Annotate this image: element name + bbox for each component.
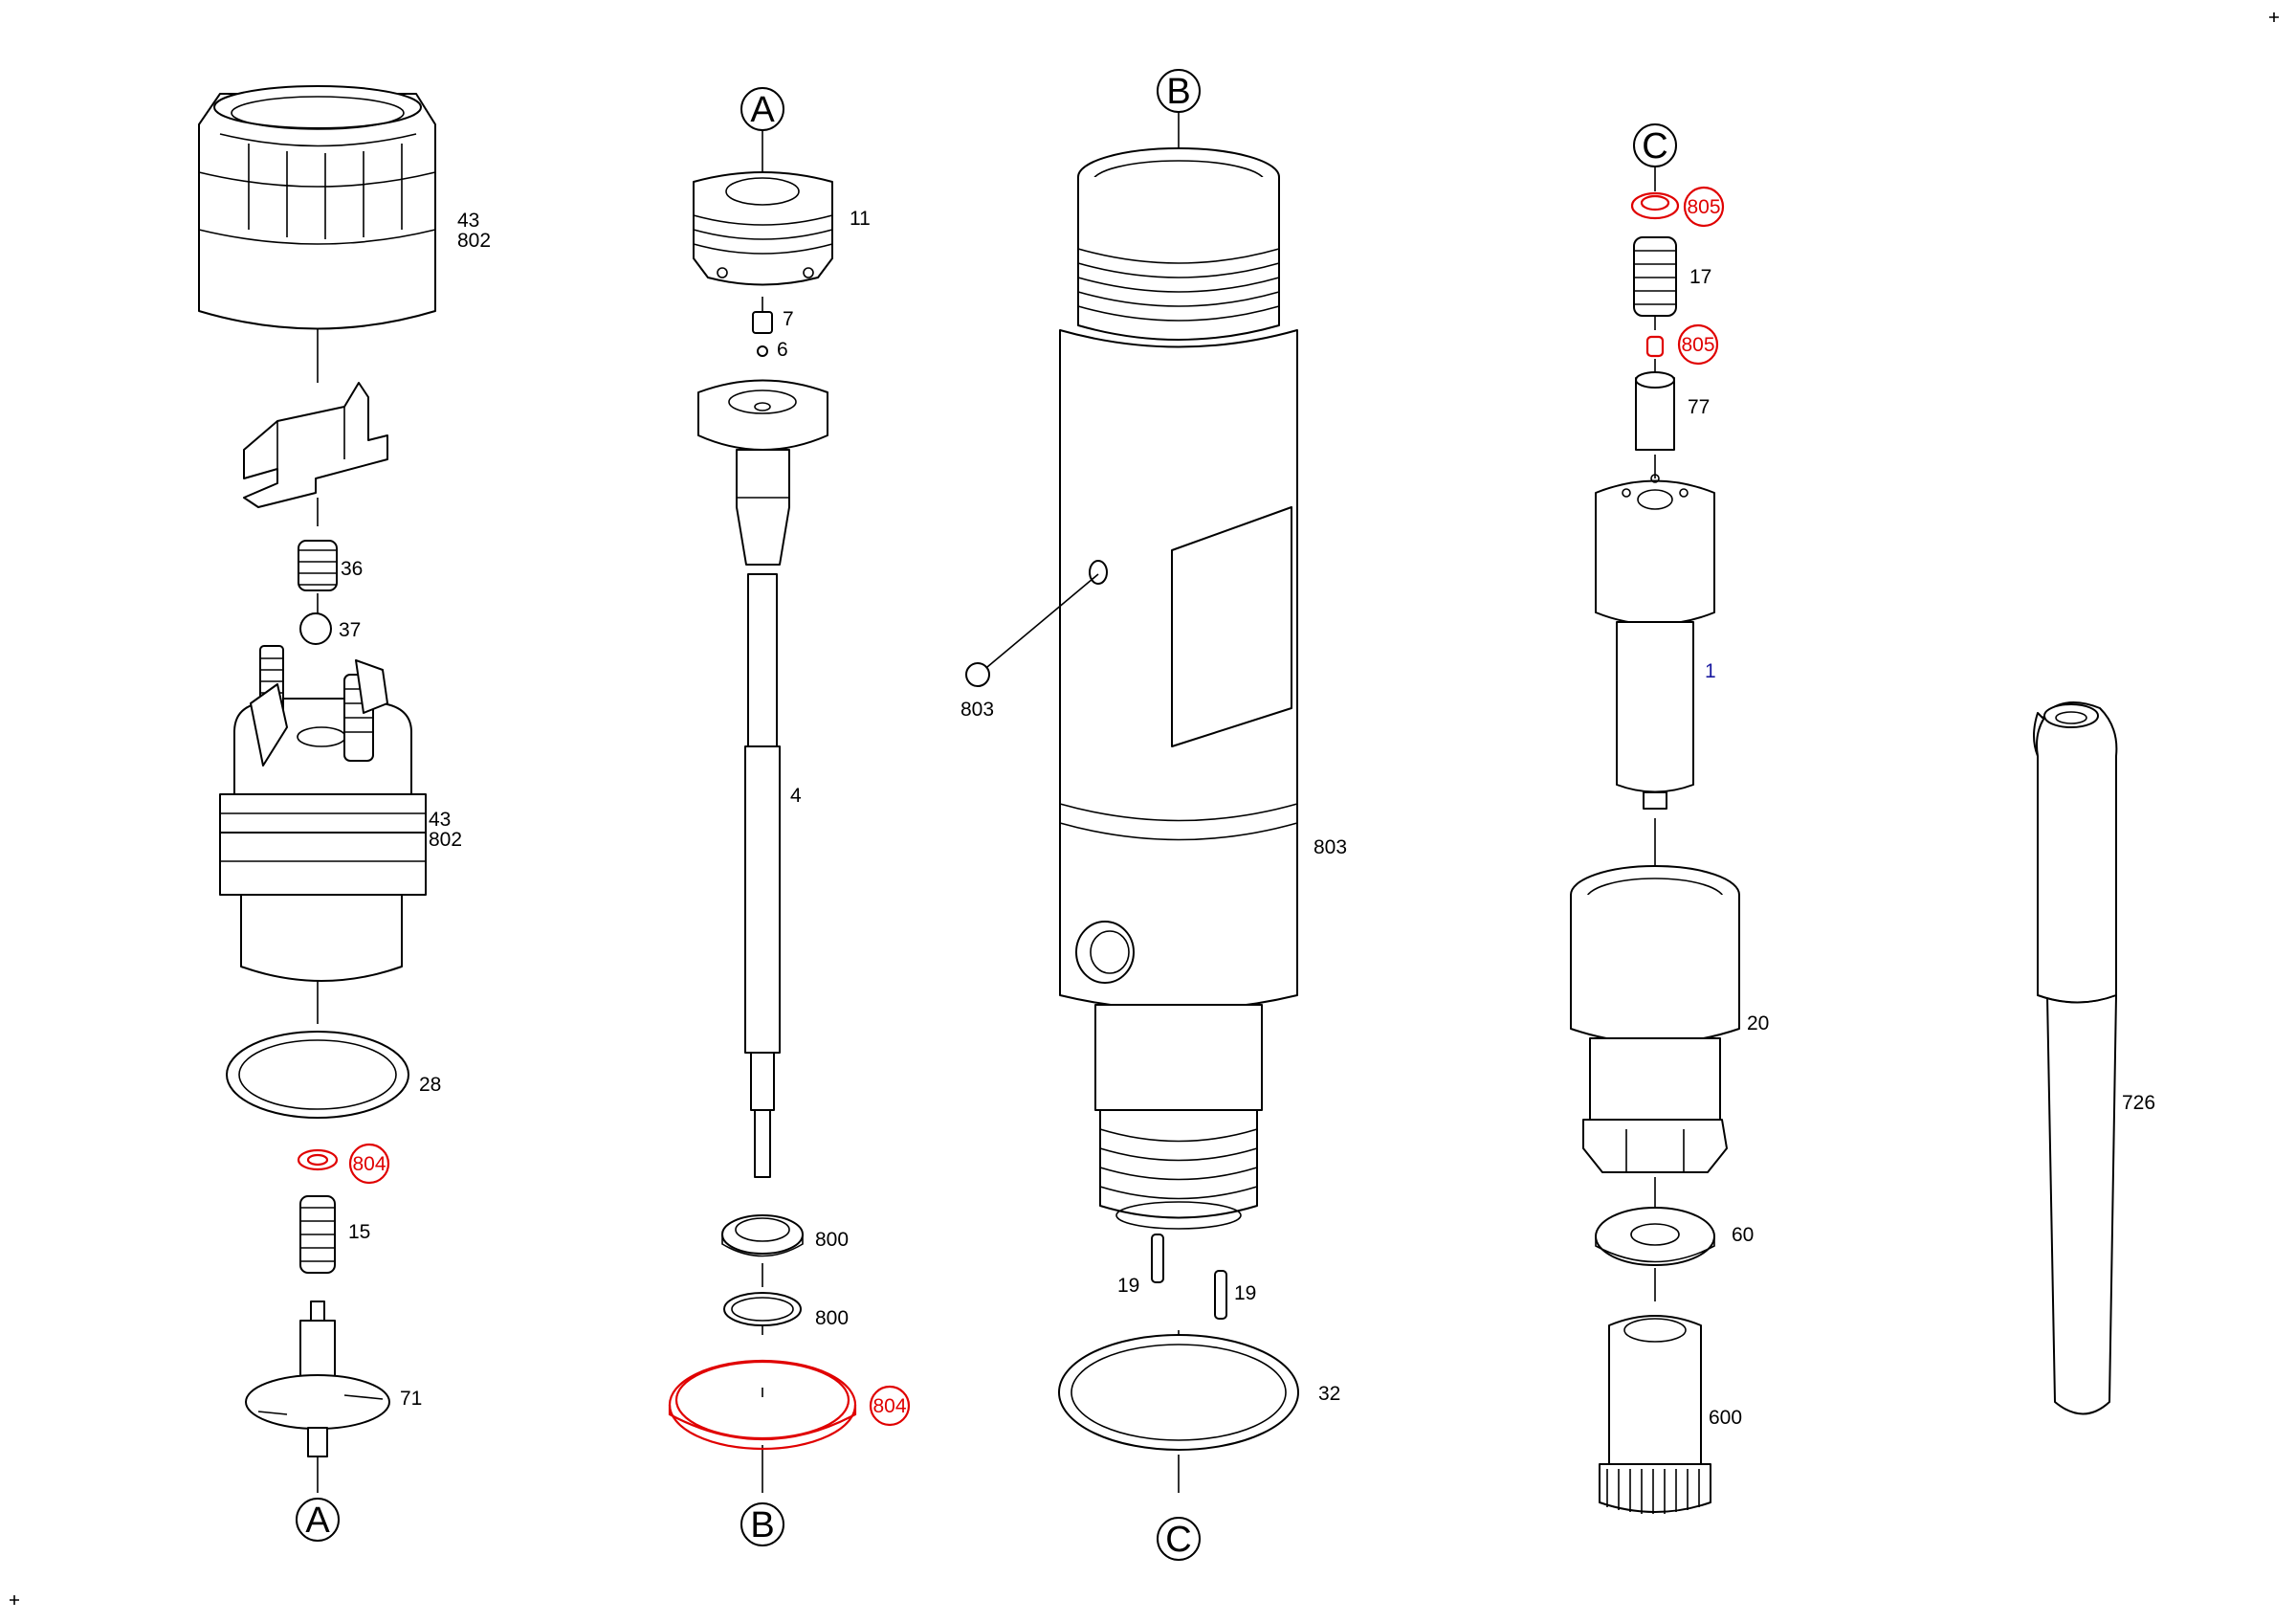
part-washer-805-a bbox=[1630, 191, 1680, 220]
label-804-a: 804 bbox=[348, 1143, 390, 1185]
svg-text:B: B bbox=[1166, 72, 1190, 112]
label-77: 77 bbox=[1688, 396, 1710, 418]
connector-b-top: B bbox=[1157, 69, 1201, 113]
connector-b-bottom: B bbox=[740, 1502, 784, 1546]
label-43-top: 43 bbox=[457, 210, 479, 232]
part-armature-71 bbox=[245, 1301, 390, 1457]
svg-text:C: C bbox=[1642, 126, 1667, 167]
part-pin-19-a bbox=[1151, 1234, 1164, 1283]
connector-c-bottom: C bbox=[1157, 1517, 1201, 1561]
connector-a-bottom: A bbox=[296, 1498, 340, 1542]
label-802-top: 802 bbox=[457, 230, 491, 252]
svg-text:804: 804 bbox=[352, 1153, 386, 1175]
label-726: 726 bbox=[2122, 1092, 2155, 1114]
label-800-b: 800 bbox=[815, 1307, 849, 1329]
label-19-b: 19 bbox=[1234, 1282, 1256, 1304]
part-7 bbox=[752, 311, 773, 334]
part-injector-body-803 bbox=[1059, 147, 1298, 1230]
column-1-parts bbox=[198, 85, 436, 1493]
part-tool-600 bbox=[1599, 1315, 1711, 1514]
label-802-mid: 802 bbox=[429, 829, 462, 851]
label-60: 60 bbox=[1732, 1224, 1754, 1246]
label-71: 71 bbox=[400, 1388, 422, 1410]
label-17: 17 bbox=[1689, 266, 1711, 288]
part-rod-4 bbox=[744, 573, 781, 1178]
svg-text:804: 804 bbox=[872, 1395, 906, 1417]
label-36: 36 bbox=[341, 558, 363, 580]
label-600: 600 bbox=[1709, 1407, 1742, 1429]
label-1: 1 bbox=[1705, 660, 1716, 682]
label-6: 6 bbox=[777, 339, 788, 361]
label-803-ball: 803 bbox=[960, 699, 994, 721]
part-spring-15 bbox=[299, 1195, 336, 1274]
column-4-parts bbox=[1570, 163, 1740, 1514]
label-805-a: 805 bbox=[1683, 186, 1725, 228]
part-spring-17 bbox=[1633, 236, 1677, 317]
label-32: 32 bbox=[1318, 1383, 1340, 1405]
column-2-parts bbox=[668, 130, 857, 1493]
label-804-b: 804 bbox=[869, 1385, 911, 1427]
svg-text:A: A bbox=[750, 90, 775, 130]
label-37: 37 bbox=[339, 619, 361, 641]
connector-a-top: A bbox=[740, 87, 784, 131]
label-805-b: 805 bbox=[1677, 323, 1719, 366]
label-20: 20 bbox=[1747, 1012, 1769, 1034]
label-7: 7 bbox=[783, 308, 794, 330]
label-15: 15 bbox=[348, 1221, 370, 1243]
part-washer-60 bbox=[1595, 1207, 1715, 1266]
label-4: 4 bbox=[790, 785, 802, 807]
connector-circles: A B C A B C bbox=[296, 69, 1677, 1561]
part-ring-800-b bbox=[723, 1292, 802, 1326]
label-803-body: 803 bbox=[1314, 836, 1347, 858]
part-pin-77 bbox=[1635, 371, 1675, 451]
corner-marks bbox=[10, 12, 2279, 1605]
part-nozzle-1 bbox=[1595, 474, 1715, 810]
svg-text:C: C bbox=[1165, 1520, 1191, 1560]
part-valve-piece-11 bbox=[693, 171, 833, 286]
part-6 bbox=[757, 345, 768, 357]
label-28: 28 bbox=[419, 1074, 441, 1096]
part-labels: 43 802 36 37 43 802 28 804 15 71 11 7 6 … bbox=[339, 186, 2155, 1429]
column-3-parts bbox=[965, 105, 1299, 1493]
svg-text:A: A bbox=[305, 1501, 330, 1541]
connector-c-top: C bbox=[1633, 123, 1677, 167]
part-clip bbox=[243, 382, 388, 508]
part-tool-726 bbox=[2033, 701, 2118, 1415]
label-800-a: 800 bbox=[815, 1229, 849, 1251]
part-nut-top bbox=[198, 85, 436, 330]
part-nozzle-nut-20 bbox=[1570, 865, 1740, 1173]
svg-text:805: 805 bbox=[1687, 196, 1720, 218]
part-solenoid bbox=[219, 645, 427, 982]
part-valve-body bbox=[697, 379, 828, 566]
label-19-a: 19 bbox=[1117, 1275, 1139, 1297]
svg-text:B: B bbox=[750, 1505, 774, 1545]
part-ring-800-a bbox=[721, 1214, 804, 1257]
label-11: 11 bbox=[850, 208, 871, 230]
part-oring-32 bbox=[1058, 1334, 1299, 1451]
svg-text:805: 805 bbox=[1681, 334, 1714, 356]
part-ball-803 bbox=[965, 662, 990, 687]
label-43-mid: 43 bbox=[429, 809, 451, 831]
part-shim-804-a bbox=[297, 1148, 339, 1171]
part-ball-37 bbox=[299, 612, 332, 645]
part-ring-804-b bbox=[668, 1359, 857, 1451]
part-oring-28 bbox=[226, 1031, 409, 1119]
part-pin-19-b bbox=[1214, 1270, 1227, 1320]
part-spring-36 bbox=[298, 540, 338, 591]
part-washer-805-b bbox=[1645, 335, 1665, 358]
